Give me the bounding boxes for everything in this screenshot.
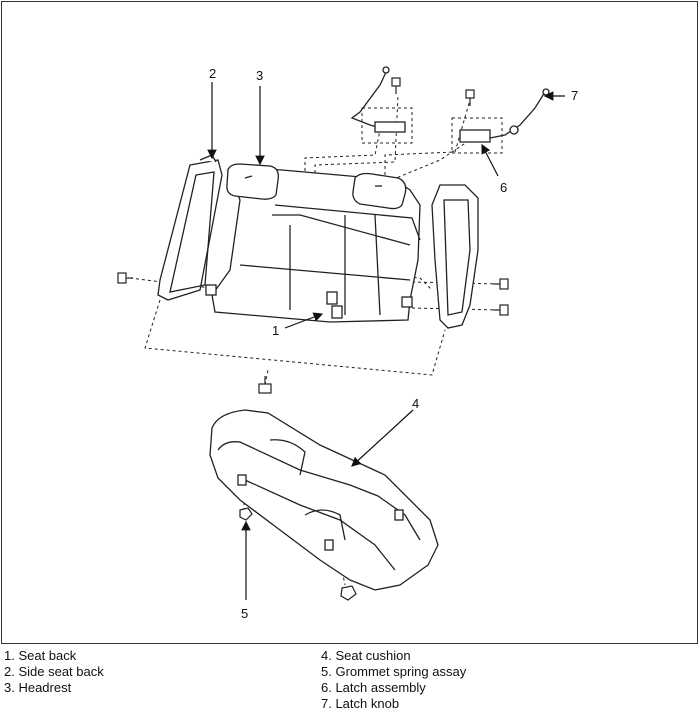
- dashed-boxes: [361, 107, 503, 154]
- diagram-frame: [1, 1, 698, 644]
- seat-back: [205, 167, 421, 323]
- callout-7: 7: [571, 88, 578, 103]
- legend-item-latch-assembly: 6. Latch assembly: [321, 680, 426, 695]
- legend-right-column: 4. Seat cushion 5. Grommet spring assay …: [321, 648, 466, 712]
- headrests: [226, 163, 407, 210]
- callout-4: 4: [412, 396, 419, 411]
- legend-item-seat-back: 1. Seat back: [4, 648, 77, 663]
- legend-item-headrest: 3. Headrest: [4, 680, 72, 695]
- legend-left-column: 1. Seat back 2. Side seat back 3. Headre…: [4, 648, 104, 696]
- side-seat-back-left: [157, 154, 223, 301]
- callout-2: 2: [209, 66, 216, 81]
- legend-item-latch-knob: 7. Latch knob: [321, 696, 400, 711]
- parts-legend: 1. Seat back 2. Side seat back 3. Headre…: [0, 648, 700, 712]
- callout-leaders: [207, 82, 565, 600]
- callout-3: 3: [256, 68, 263, 83]
- callout-6: 6: [500, 180, 507, 195]
- callout-1: 1: [272, 323, 279, 338]
- grommet-springs: [239, 507, 357, 601]
- side-seat-back-right: [431, 184, 479, 329]
- callout-5: 5: [241, 606, 248, 621]
- legend-item-grommet-spring: 5. Grommet spring assay: [321, 664, 467, 679]
- exploded-seat-diagram: 2 3 1 4 5 6 7: [117, 66, 578, 621]
- legend-item-side-seat-back: 2. Side seat back: [4, 664, 104, 679]
- seat-cushion: [209, 409, 439, 591]
- latch-cables: [350, 66, 550, 143]
- legend-item-seat-cushion: 4. Seat cushion: [321, 648, 411, 663]
